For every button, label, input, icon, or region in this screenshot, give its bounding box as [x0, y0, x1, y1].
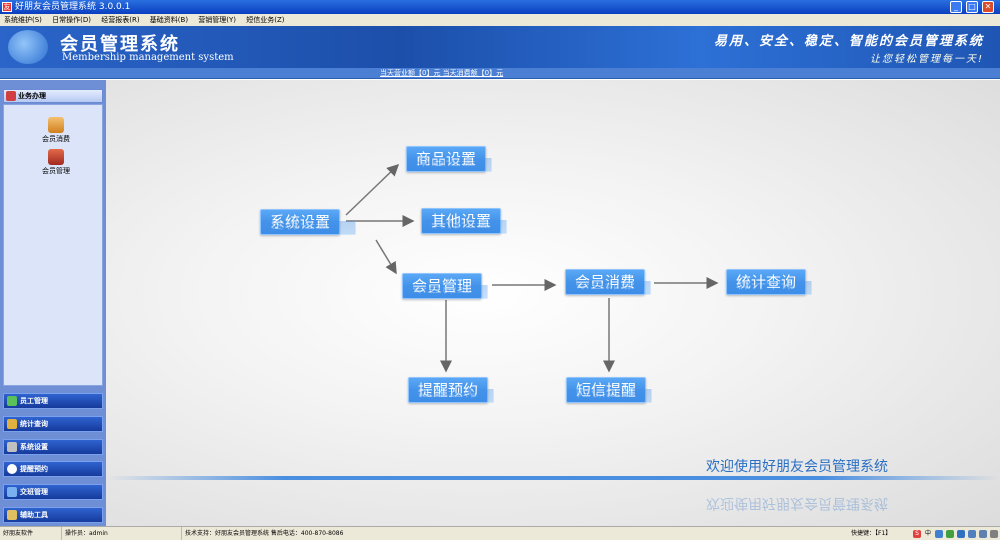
member-manage-icon	[48, 149, 64, 165]
staff-icon	[7, 396, 17, 406]
node-sms-reminder[interactable]: 短信提醒	[566, 377, 647, 403]
sidebar-section-label: 业务办理	[18, 92, 46, 100]
handover-icon	[7, 487, 17, 497]
reminder-icon	[7, 464, 17, 474]
menu-basic-data[interactable]: 基础资料(B)	[149, 16, 189, 24]
menu-daily-operations[interactable]: 日常操作(D)	[52, 16, 91, 24]
settings-icon	[7, 442, 17, 452]
banner-slogan: 易用、安全、稳定、智能的会员管理系统	[713, 34, 984, 49]
node-member-consumption[interactable]: 会员消费	[565, 269, 646, 295]
info-strip: 当天营业额【0】元 当天消费额【0】元	[0, 68, 1000, 79]
sidebar-panel: 会员消费 会员管理	[3, 104, 103, 386]
tools-tray-icon[interactable]	[990, 530, 998, 538]
flow-arrows	[345, 163, 719, 373]
status-shortcut: 快捷键：【F1】	[851, 530, 892, 537]
chinese-mode-icon[interactable]: 中	[924, 530, 931, 537]
keyboard-icon[interactable]	[968, 530, 976, 538]
emoji-icon[interactable]	[946, 530, 954, 538]
sidebar-item-label: 统计查询	[20, 420, 48, 428]
daily-sales-summary[interactable]: 当天营业额【0】元 当天消费额【0】元	[380, 69, 504, 77]
banner-title: 会员管理系统	[60, 34, 180, 55]
system-tray: S 中	[913, 528, 998, 540]
welcome-text: 欢迎使用好朋友会员管理系统	[706, 459, 888, 475]
app-icon: 友	[2, 2, 12, 12]
punctuation-icon[interactable]	[935, 530, 943, 538]
window-title: 好朋友会员管理系统 3.0.0.1	[15, 2, 131, 12]
minimize-button[interactable]: _	[950, 1, 962, 13]
arrow-system-to-member	[375, 239, 397, 275]
decorative-swoosh	[106, 476, 1000, 480]
sidebar-item-stats[interactable]: 统计查询	[3, 416, 103, 432]
tools-icon	[7, 510, 17, 520]
node-member-management[interactable]: 会员管理	[402, 273, 483, 299]
sidebar-item-label: 辅助工具	[20, 511, 48, 519]
main-workspace: 系统设置 系统设置 商品设置 商品设置 其他设置 其他设置 会员管理 会员管理 …	[106, 80, 1000, 526]
node-statistics-query[interactable]: 统计查询	[726, 269, 807, 295]
sidebar-item-handover[interactable]: 交班管理	[3, 484, 103, 500]
business-icon	[6, 91, 16, 101]
sidebar-item-member-manage[interactable]: 会员管理	[34, 149, 78, 176]
member-consume-icon	[48, 117, 64, 133]
menu-business-reports[interactable]: 经营报表(R)	[101, 16, 140, 24]
ime-icon[interactable]: S	[913, 530, 921, 538]
maximize-button[interactable]: □	[966, 1, 978, 13]
banner-subtitle: Membership management system	[62, 52, 234, 63]
welcome-reflection: 欢迎使用好朋友会员管理系统	[706, 495, 888, 511]
arrow-system-to-goods	[345, 163, 400, 216]
banner-tagline: 让您轻松管理每一天!	[869, 54, 984, 65]
node-other-settings[interactable]: 其他设置	[421, 208, 502, 234]
sidebar-section-business[interactable]: 业务办理	[3, 89, 103, 103]
sidebar-item-member-consume[interactable]: 会员消费	[34, 117, 78, 144]
menu-sms-business[interactable]: 短信业务(Z)	[246, 16, 285, 24]
sidebar-item-label: 交班管理	[20, 488, 48, 496]
status-support: 技术支持：好朋友会员管理系统 售后电话：400-870-8086	[185, 530, 344, 537]
sidebar-item-label: 系统设置	[20, 443, 48, 451]
node-reminder-booking[interactable]: 提醒预约	[408, 377, 489, 403]
sidebar: 业务办理 会员消费 会员管理 员工管理 统计查询 系统设置 提醒预约	[0, 80, 106, 526]
status-operator: 操作员：admin	[62, 527, 182, 540]
sidebar-item-label: 员工管理	[20, 397, 48, 405]
sidebar-item-label: 会员消费	[42, 135, 70, 143]
menu-bar: 系统维护(S) 日常操作(D) 经营报表(R) 基础资料(B) 营销管理(Y) …	[0, 14, 1000, 26]
node-goods-settings[interactable]: 商品设置	[406, 146, 487, 172]
stats-icon	[7, 419, 17, 429]
close-button[interactable]: ✕	[982, 1, 994, 13]
status-bar: 好朋友软件 操作员：admin 技术支持：好朋友会员管理系统 售后电话：400-…	[0, 526, 1000, 540]
title-bar: 友 好朋友会员管理系统 3.0.0.1 _ □ ✕	[0, 0, 1000, 14]
header-banner: 会员管理系统 Membership management system 易用、安…	[0, 26, 1000, 68]
sidebar-item-settings[interactable]: 系统设置	[3, 439, 103, 455]
sidebar-item-tools[interactable]: 辅助工具	[3, 507, 103, 523]
menu-system-maintenance[interactable]: 系统维护(S)	[4, 16, 42, 24]
sidebar-item-label: 会员管理	[42, 167, 70, 175]
sidebar-item-staff[interactable]: 员工管理	[3, 393, 103, 409]
sidebar-item-reminder[interactable]: 提醒预约	[3, 461, 103, 477]
skin-icon[interactable]	[979, 530, 987, 538]
mic-icon[interactable]	[957, 530, 965, 538]
app-logo-icon	[8, 30, 48, 64]
status-app-name: 好朋友软件	[0, 527, 62, 540]
menu-marketing[interactable]: 营销管理(Y)	[198, 16, 237, 24]
sidebar-item-label: 提醒预约	[20, 465, 48, 473]
node-system-settings[interactable]: 系统设置	[260, 209, 341, 235]
